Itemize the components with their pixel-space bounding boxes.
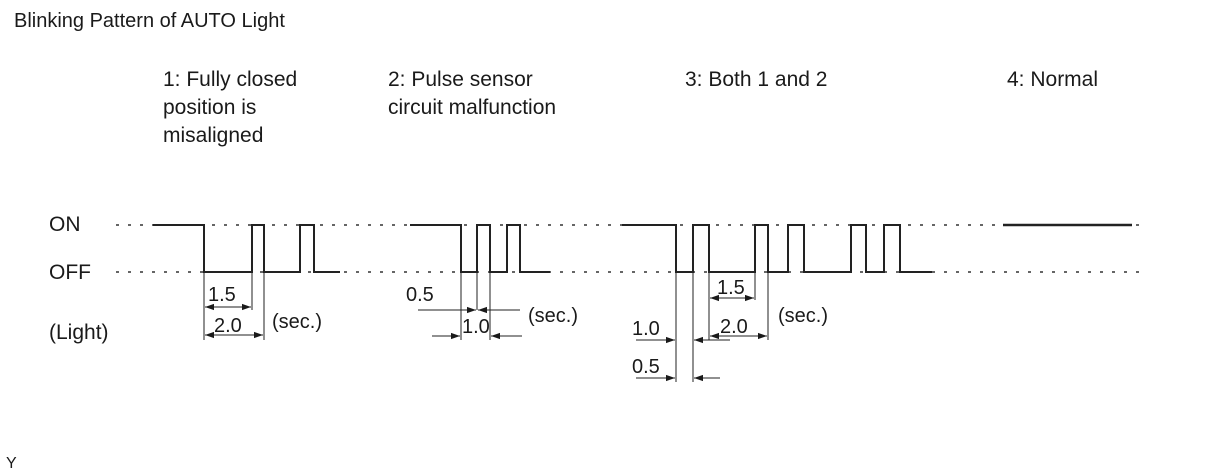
pattern-2-waveform [410, 224, 550, 273]
dim-label-p2-1.0: 1.0 [462, 316, 490, 338]
dim-label-p3-2.0: 2.0 [720, 316, 748, 338]
on-level-label: ON [49, 213, 81, 236]
unit-label-p2: (sec.) [528, 305, 578, 327]
dim-label-p3-1.5: 1.5 [717, 277, 745, 299]
corner-mark: Y [6, 455, 17, 472]
pattern-3-caption: 3: Both 1 and 2 [685, 68, 828, 91]
pattern-1-caption: 1: Fully closed position is misaligned [163, 68, 298, 147]
diagram-title: Blinking Pattern of AUTO Light [14, 10, 285, 32]
dim-label-p3-0.5: 0.5 [632, 356, 660, 378]
light-label: (Light) [49, 321, 109, 344]
pattern-4-caption: 4: Normal [1007, 68, 1099, 91]
pattern-2-caption: 2: Pulse sensor circuit malfunction [388, 68, 557, 119]
dim-label-p2-0.5: 0.5 [406, 284, 434, 306]
dim-label-p3-1.0: 1.0 [632, 318, 660, 340]
unit-label-p3: (sec.) [778, 305, 828, 327]
unit-label-p1: (sec.) [272, 311, 322, 333]
dim-label-p1-2.0: 2.0 [214, 315, 242, 337]
pattern-3-waveform [622, 224, 932, 273]
dim-label-p1-1.5: 1.5 [208, 284, 236, 306]
pattern-1-waveform [153, 224, 340, 273]
off-level-label: OFF [49, 261, 91, 284]
